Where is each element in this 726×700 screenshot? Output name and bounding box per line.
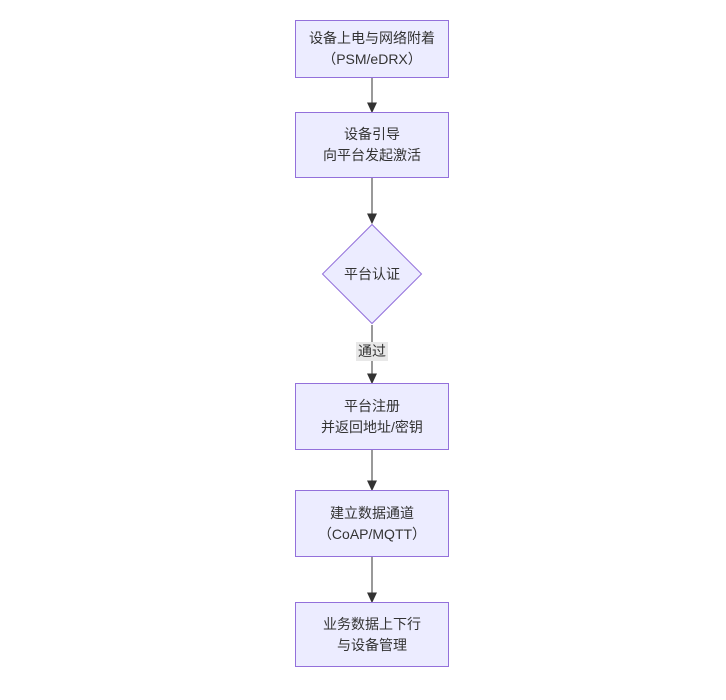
arrowhead-icon <box>367 592 377 604</box>
node-business-data: 业务数据上下行 与设备管理 <box>295 602 449 667</box>
node-power-network-attach: 设备上电与网络附着 （PSM/eDRX） <box>295 20 449 78</box>
node-text: 并返回地址/密钥 <box>321 418 423 435</box>
node-text: 与设备管理 <box>337 636 407 653</box>
arrowhead-icon <box>367 480 377 492</box>
arrowhead-icon <box>367 213 377 225</box>
node-text: 设备上电与网络附着 <box>309 30 435 46</box>
node-text: 平台认证 <box>344 266 400 282</box>
edge-label-pass: 通过 <box>356 342 388 361</box>
node-platform-auth: 平台认证 <box>321 223 423 325</box>
arrowhead-icon <box>367 373 377 385</box>
node-data-channel: 建立数据通道 （CoAP/MQTT） <box>295 490 449 557</box>
node-device-bootstrap: 设备引导 向平台发起激活 <box>295 112 449 178</box>
node-text: 设备引导 <box>344 126 400 142</box>
node-text: 向平台发起激活 <box>323 147 421 163</box>
node-platform-register: 平台注册 并返回地址/密钥 <box>295 383 449 450</box>
node-text: （PSM/eDRX） <box>322 51 422 67</box>
node-text: （CoAP/MQTT） <box>317 525 427 542</box>
node-text: 业务数据上下行 <box>323 615 421 632</box>
arrowhead-icon <box>367 102 377 114</box>
node-text: 建立数据通道 <box>330 504 414 521</box>
node-text: 平台注册 <box>344 397 400 414</box>
